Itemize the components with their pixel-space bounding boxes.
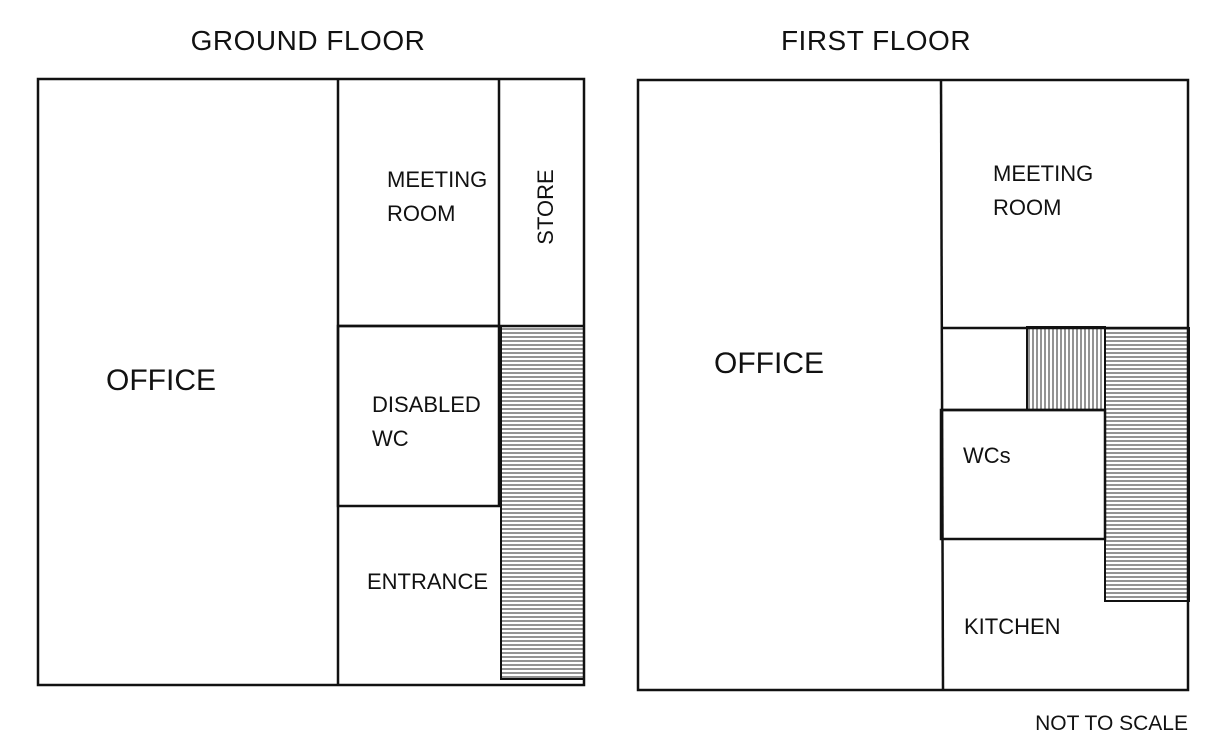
ground-floor-title: GROUND FLOOR xyxy=(191,25,426,56)
ground-entrance-label: ENTRANCE xyxy=(367,569,488,594)
first-floor-plan: FIRST FLOOR OFFICE MEETING ROOM WCs KITC… xyxy=(636,25,1190,692)
first-office-label: OFFICE xyxy=(714,347,824,380)
first-wcs-room xyxy=(939,408,1107,541)
ground-store-label: STORE xyxy=(533,169,558,244)
ground-stairs xyxy=(500,325,585,680)
first-wcs-label: WCs xyxy=(963,443,1011,468)
first-meeting-room-label-line2: ROOM xyxy=(993,195,1061,220)
ground-disabled-wc-room xyxy=(336,324,501,508)
ground-meeting-room-label-line2: ROOM xyxy=(387,201,455,226)
not-to-scale-note: NOT TO SCALE xyxy=(1035,712,1188,735)
first-kitchen-label: KITCHEN xyxy=(964,614,1061,639)
first-floor-title: FIRST FLOOR xyxy=(781,25,971,56)
ground-office-label: OFFICE xyxy=(106,364,216,397)
first-meeting-room-label-line1: MEETING xyxy=(993,161,1093,186)
ground-disabled-wc-label-line2: WC xyxy=(372,426,409,451)
ground-meeting-room-label-line1: MEETING xyxy=(387,167,487,192)
ground-disabled-wc-label-line1: DISABLED xyxy=(372,392,481,417)
first-office-wall xyxy=(939,79,945,691)
ground-floor-plan: GROUND FLOOR OFFICE MEETING ROOM STORE D… xyxy=(36,25,586,687)
first-stairs-vertical xyxy=(1026,326,1106,411)
first-stairs-horizontal xyxy=(1104,327,1190,602)
